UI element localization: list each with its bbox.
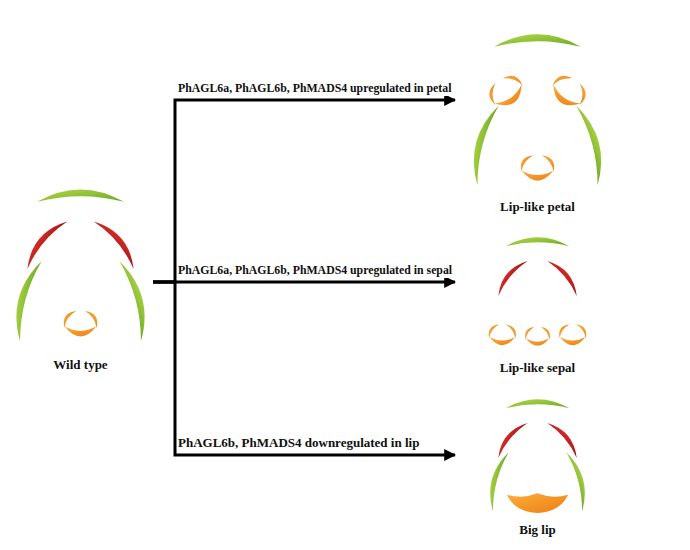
- flower-label: Lip-like petal: [455, 199, 620, 215]
- perianth-part: [505, 237, 569, 246]
- perianth-part: [489, 337, 515, 345]
- perianth-part: [60, 308, 76, 328]
- flower-illustration: [455, 22, 620, 197]
- flower-node: Wild type: [8, 175, 153, 373]
- perianth-part: [576, 103, 609, 186]
- flower-label: Wild type: [8, 357, 153, 373]
- lip-shape: [486, 322, 520, 345]
- perianth-part: [484, 450, 509, 511]
- flower-label: Lip-like sepal: [455, 360, 620, 376]
- edge-label: PhAGL6a, PhAGL6b, PhMADS4 upregulated in…: [178, 262, 452, 278]
- perianth-part: [8, 258, 41, 341]
- flower-node: Lip-like sepal: [455, 228, 620, 376]
- perianth-part: [119, 258, 152, 341]
- arrow-connector: [153, 100, 455, 282]
- flower-illustration: [455, 228, 620, 358]
- perianth-part: [503, 73, 525, 86]
- perianth-part: [465, 103, 498, 186]
- perianth-part: [494, 84, 527, 112]
- perianth-part: [94, 215, 142, 269]
- perianth-part: [486, 322, 499, 338]
- lip-shape: [479, 66, 532, 115]
- big-lip-shape: [507, 493, 568, 513]
- perianth-part: [506, 322, 519, 338]
- perianth-part: [566, 450, 591, 511]
- perianth-part: [580, 84, 586, 105]
- perianth-part: [37, 189, 124, 201]
- perianth-part: [494, 34, 580, 46]
- perianth-part: [19, 215, 67, 269]
- perianth-part: [85, 308, 101, 328]
- perianth-part: [492, 256, 527, 296]
- perianth-part: [560, 337, 586, 345]
- perianth-part: [542, 152, 558, 172]
- perianth-part: [556, 322, 569, 338]
- lip-shape: [543, 66, 596, 115]
- lip-shape: [522, 325, 553, 346]
- perianth-part: [492, 418, 527, 458]
- perianth-part: [576, 322, 589, 338]
- perianth-part: [547, 256, 582, 296]
- flower-illustration: [8, 175, 153, 355]
- perianth-part: [505, 399, 569, 408]
- perianth-part: [526, 338, 550, 346]
- flower-illustration: [455, 390, 620, 520]
- perianth-part: [541, 325, 553, 340]
- lip-shape: [517, 152, 558, 181]
- lip-shape: [60, 308, 102, 337]
- perianth-part: [547, 84, 580, 112]
- edge-label: PhAGL6b, PhMADS4 downregulated in lip: [178, 435, 419, 451]
- perianth-part: [522, 170, 554, 180]
- arrow-connector: [153, 282, 455, 455]
- perianth-part: [547, 418, 582, 458]
- perianth-part: [522, 325, 534, 340]
- lip-shape: [556, 322, 590, 345]
- perianth-part: [517, 152, 533, 172]
- flower-label: Big lip: [455, 522, 620, 538]
- flower-node: Lip-like petal: [455, 22, 620, 215]
- arrow-connector: [153, 281, 455, 284]
- perianth-part: [550, 73, 572, 86]
- flower-node: Big lip: [455, 390, 620, 538]
- edge-label: PhAGL6a, PhAGL6b, PhMADS4 upregulated in…: [178, 80, 451, 96]
- perianth-part: [489, 84, 495, 105]
- perianth-part: [65, 326, 97, 336]
